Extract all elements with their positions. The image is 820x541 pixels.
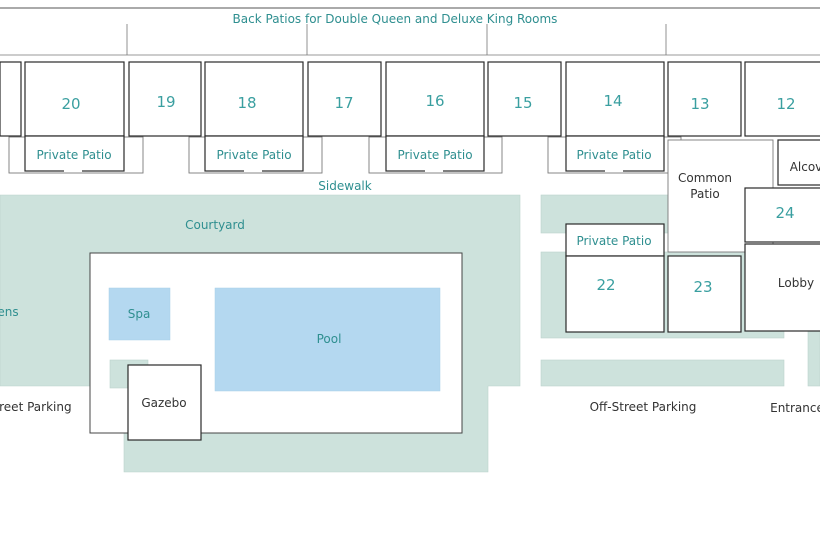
- pool-label: Pool: [317, 332, 342, 346]
- room-number-18: 18: [237, 94, 256, 112]
- room-partial: [0, 61, 22, 137]
- room-18: [204, 61, 304, 137]
- room-number-12: 12: [776, 95, 795, 113]
- private-patio-20: [24, 135, 125, 172]
- private-patio-label: Private Patio: [576, 234, 651, 248]
- room-number-16: 16: [425, 92, 444, 110]
- private-patio-label: Private Patio: [397, 148, 472, 162]
- spa-label: Spa: [128, 307, 151, 321]
- private-patio-label: Private Patio: [36, 148, 111, 162]
- room-number-17: 17: [334, 94, 353, 112]
- lobby-label: Lobby: [778, 276, 814, 290]
- room-19: [128, 61, 202, 137]
- alcove-label: Alcov: [790, 160, 820, 174]
- room-number-14: 14: [603, 92, 622, 110]
- private-patio-14: [565, 135, 665, 172]
- room-number-13: 13: [690, 95, 709, 113]
- alcove: [777, 139, 820, 186]
- back-patios-title: Back Patios for Double Queen and Deluxe …: [233, 12, 558, 26]
- room-number-20: 20: [61, 95, 80, 113]
- private-patio-label: Private Patio: [576, 148, 651, 162]
- common-patio-label-line2: Patio: [690, 187, 719, 201]
- lobby: [744, 243, 820, 332]
- room-17: [307, 61, 382, 137]
- private-patio-16: [385, 135, 485, 172]
- room-14: [565, 61, 665, 137]
- gazebo-label: Gazebo: [141, 396, 186, 410]
- street-parking-label: treet Parking: [0, 400, 72, 414]
- room-24: [744, 187, 820, 243]
- courtyard-label: Courtyard: [185, 218, 245, 232]
- pool: [214, 287, 441, 392]
- room-number-22: 22: [596, 276, 615, 294]
- spa: [108, 287, 171, 341]
- private-patio-18: [204, 135, 304, 172]
- room-number-19: 19: [156, 93, 175, 111]
- room-13: [667, 61, 742, 137]
- green-strip: [540, 359, 785, 387]
- room-23: [667, 255, 742, 333]
- room-15: [487, 61, 562, 137]
- room-number-24: 24: [775, 204, 794, 222]
- sidewalk-label: Sidewalk: [318, 179, 371, 193]
- green-strip: [807, 329, 820, 387]
- common-patio-label-line1: Common: [678, 171, 732, 185]
- room-number-23: 23: [693, 278, 712, 296]
- room-12: [744, 61, 820, 137]
- room-number-15: 15: [513, 94, 532, 112]
- room-16: [385, 61, 485, 137]
- room-22: [565, 255, 665, 333]
- private-patio-22: [565, 223, 665, 257]
- off-street-parking-label: Off-Street Parking: [590, 400, 697, 414]
- gardens-label: ens: [0, 305, 19, 319]
- private-patio-label: Private Patio: [216, 148, 291, 162]
- entrance-label: Entrance: [770, 401, 820, 415]
- room-20: [24, 61, 125, 137]
- gazebo: [127, 364, 202, 441]
